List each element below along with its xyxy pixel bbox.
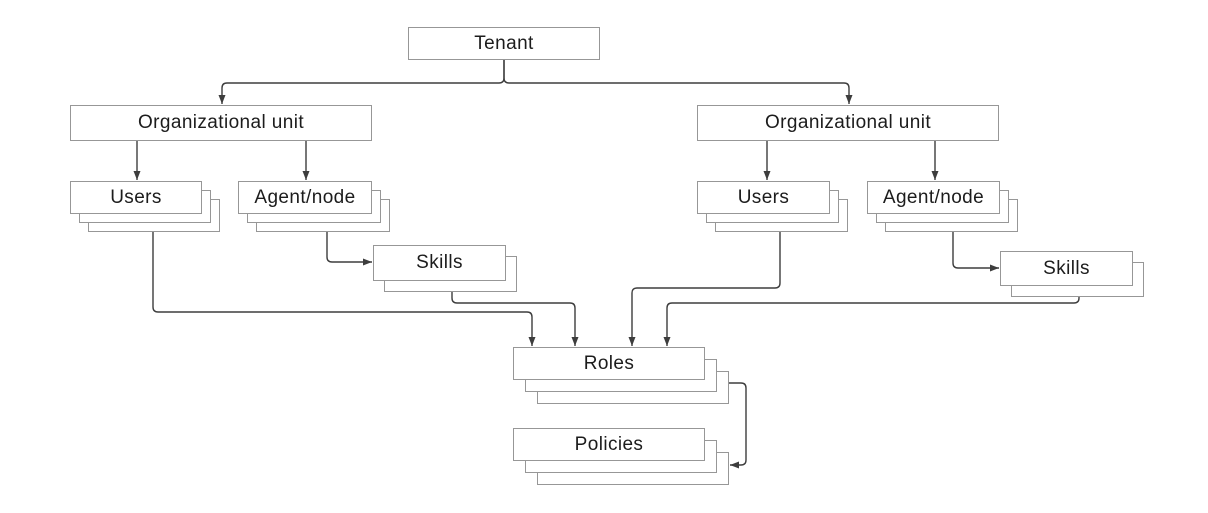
node-skills-left: Skills	[373, 245, 506, 281]
connector-tenant-to-org-unit-right	[503, 60, 853, 104]
node-tenant-label: Tenant	[474, 32, 534, 54]
node-policies-label: Policies	[574, 433, 644, 455]
node-users-left: Users	[70, 181, 202, 214]
node-skills-right: Skills	[1000, 251, 1133, 286]
node-policies: Policies	[513, 428, 705, 461]
connector-skills-left-to-roles	[451, 292, 579, 346]
node-users-right: Users	[697, 181, 830, 214]
node-agent-left-label: Agent/node	[254, 186, 356, 208]
connector-skills-right-to-roles	[663, 297, 1080, 346]
connector-users-left-to-roles	[152, 232, 536, 346]
node-tenant: Tenant	[408, 27, 600, 60]
connector-agent-left-to-skills-left	[326, 232, 372, 266]
node-roles: Roles	[513, 347, 705, 380]
node-agent-left: Agent/node	[238, 181, 372, 214]
connector-roles-to-policies	[729, 382, 747, 469]
node-org-unit-left: Organizational unit	[70, 105, 372, 141]
node-users-right-label: Users	[737, 186, 790, 208]
node-org-unit-right-label: Organizational unit	[764, 112, 932, 133]
node-users-left-label: Users	[110, 186, 162, 208]
node-org-unit-right: Organizational unit	[697, 105, 999, 141]
node-org-unit-left-label: Organizational unit	[137, 112, 305, 133]
node-agent-right-label: Agent/node	[882, 186, 985, 208]
node-agent-right: Agent/node	[867, 181, 1000, 214]
connector-tenant-to-org-unit-left	[218, 60, 505, 104]
node-skills-right-label: Skills	[1043, 257, 1090, 279]
connector-agent-right-to-skills-right	[952, 232, 999, 272]
connector-users-right-to-roles	[628, 232, 781, 346]
node-skills-left-label: Skills	[416, 252, 463, 273]
node-roles-label: Roles	[583, 352, 635, 374]
